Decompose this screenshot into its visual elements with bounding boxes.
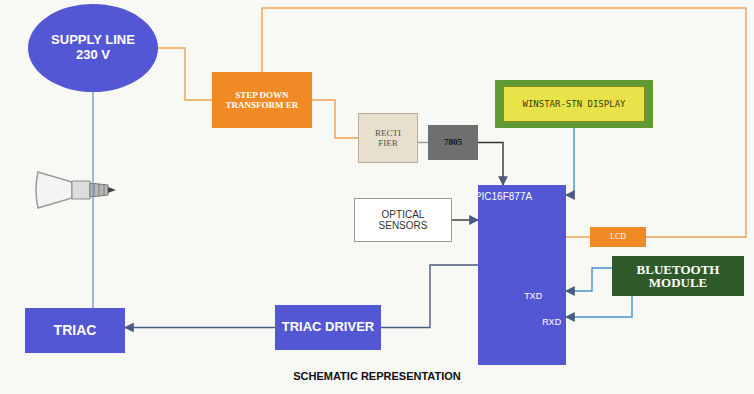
- sensor-box: OPTICAL SENSORS: [354, 198, 452, 242]
- caption: SCHEMATIC REPRESENTATION: [0, 370, 754, 382]
- node-text: STEP DOWN TRANSFORM ER: [219, 90, 305, 111]
- microcontroller-box: PIC16F877A TXD RXD: [478, 185, 566, 365]
- node-text: BLUETOOTH MODULE: [617, 263, 739, 289]
- supply-ellipse: SUPPLY LINE 230 V: [28, 4, 158, 92]
- connector: [125, 327, 275, 328]
- pin-label: RXD: [542, 317, 561, 327]
- node-text: 7805: [444, 137, 462, 147]
- pin-label: TXD: [524, 291, 542, 301]
- connector: [452, 219, 478, 220]
- driver-box: TRIAC DRIVER: [275, 305, 381, 350]
- transformer-box: STEP DOWN TRANSFORM ER: [212, 72, 312, 128]
- connector: [381, 265, 478, 328]
- connector: [566, 236, 590, 237]
- node-text: TRIAC DRIVER: [282, 320, 374, 335]
- node-text: TRIAC: [54, 322, 97, 338]
- node-text: PIC16F877A: [475, 191, 532, 203]
- lcd-screen: WINSTAR-STN DISPLAY: [503, 86, 645, 122]
- triac-box: TRIAC: [25, 308, 125, 353]
- connector: [158, 48, 212, 100]
- node-text: OPTICAL SENSORS: [363, 209, 443, 232]
- node-text: SUPPLY LINE 230 V: [47, 33, 139, 63]
- connector: [418, 142, 428, 143]
- connector: [566, 128, 574, 195]
- connector: [566, 296, 632, 317]
- bluetooth-box: BLUETOOTH MODULE: [612, 256, 744, 296]
- node-text: RECTI FIER: [366, 128, 410, 149]
- rectifier-box: RECTI FIER: [358, 113, 418, 163]
- lcd-box: LCD: [590, 227, 646, 247]
- connector: [566, 268, 612, 291]
- node-text: LCD: [610, 232, 626, 241]
- lcd-display: WINSTAR-STN DISPLAY: [495, 80, 653, 128]
- connector: [478, 143, 503, 186]
- node-text: WINSTAR-STN DISPLAY: [523, 99, 626, 109]
- connector: [312, 100, 358, 138]
- connector: [92, 92, 93, 308]
- lamp-illustration: [36, 172, 116, 208]
- regulator-box: 7805: [428, 125, 478, 160]
